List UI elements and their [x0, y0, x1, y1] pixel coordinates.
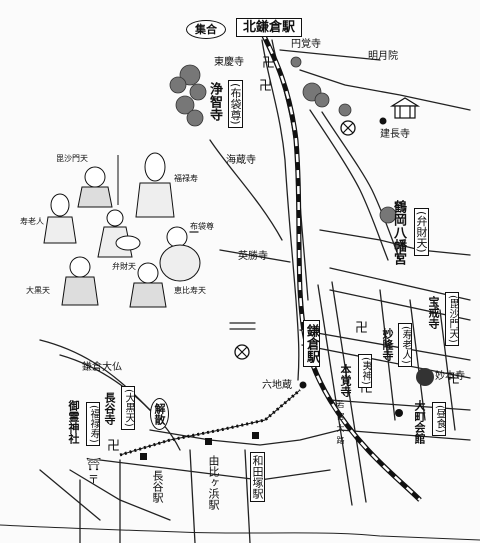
temple-meigetsuin[interactable]: 明月院	[368, 51, 398, 62]
enoden-line	[119, 388, 301, 457]
station-yuigahama[interactable]: 由比ヶ浜駅	[207, 455, 220, 510]
temple-hongakuji[interactable]: 本覚寺	[339, 364, 352, 397]
kaido-road-east	[271, 39, 309, 301]
temple-hasedera[interactable]: 長谷寺	[103, 392, 116, 425]
legend-benzaiten: 弁財天	[112, 262, 136, 271]
station-wadazuka[interactable]: 和田塚駅	[250, 452, 265, 502]
dismissal-point: 解散	[150, 398, 169, 430]
temple-hokaiji[interactable]: 宝戒寺	[427, 296, 440, 329]
temple-kaizoji[interactable]: 海蔵寺	[226, 155, 256, 166]
temple-engakuji[interactable]: 円覚寺	[291, 39, 321, 50]
legend-fukurokuju: 福禄寿	[174, 174, 198, 183]
road-wakamiya-oji: 若宮大路	[336, 400, 345, 448]
legend-jurojin: 寿老人	[20, 217, 44, 226]
temple-eishoji[interactable]: 英勝寺	[238, 251, 268, 262]
wakamiya-oji-west	[317, 284, 353, 506]
kaido-road-west	[261, 39, 300, 381]
hasedera-deity: (大黒天)	[121, 386, 135, 430]
temple-myoryuji[interactable]: 妙隆寺	[381, 328, 394, 361]
kenchoji-gate	[389, 97, 421, 119]
omachi-kaikan[interactable]: 大町会館	[413, 400, 426, 444]
tsurugaoka-deity: (弁財天)	[414, 208, 429, 256]
station-kamakura[interactable]: 鎌倉駅	[303, 320, 320, 367]
station-hase[interactable]: 長谷駅	[151, 470, 164, 503]
hongakuji-deity: (夷神)	[358, 354, 372, 388]
station-kitakamakura[interactable]: 北鎌倉駅	[236, 18, 303, 37]
deity-figures	[43, 152, 201, 308]
temple-mark: 卍	[262, 56, 276, 71]
shrine-tsurugaoka[interactable]: 鶴岡八幡宮	[391, 200, 406, 265]
temple-jochiji[interactable]: 浄智寺	[207, 82, 222, 121]
legend-hotei: 布袋尊	[190, 222, 214, 231]
myoryuji-deity: (寿老人)	[398, 323, 412, 367]
temple-mark: 卍	[107, 439, 121, 454]
rokujizo: 六地蔵	[262, 380, 292, 391]
shrine-goryo[interactable]: 御霊神社	[67, 400, 80, 444]
meeting-point-label: 集合	[186, 20, 226, 39]
kamakura-daibutsu[interactable]: 鎌倉大仏	[82, 362, 122, 373]
temple-kenchoji[interactable]: 建長寺	[380, 129, 410, 140]
temple-tokeiji[interactable]: 東慶寺	[214, 57, 244, 68]
wakamiya-oji-east	[331, 281, 367, 503]
goryo-deity: (福禄寿)	[86, 402, 100, 446]
hokaiji-deity: (毘沙門天)	[445, 292, 459, 346]
post-office-mark: 〒	[88, 473, 99, 486]
temple-mark: 卍	[447, 372, 461, 387]
seven-gods-illustration: 毘沙門天 福禄寿 寿老人 弁財天 布袋尊 大黒天 恵比寿天	[0, 145, 220, 310]
legend-daikokuten: 大黒天	[26, 286, 50, 295]
legend-ebisu: 恵比寿天	[174, 286, 206, 295]
temple-mark: 卍	[355, 321, 369, 336]
legend-bishamonten: 毘沙門天	[56, 154, 88, 163]
jochiji-deity: (布袋尊)	[228, 80, 243, 128]
omachi-note: (昼食)	[432, 402, 446, 436]
myohonji-mark	[416, 368, 434, 386]
temple-mark: 卍	[259, 79, 273, 94]
temple-myohonji[interactable]: 妙本寺	[435, 371, 465, 382]
shrine-mark: ⛩	[86, 457, 102, 471]
